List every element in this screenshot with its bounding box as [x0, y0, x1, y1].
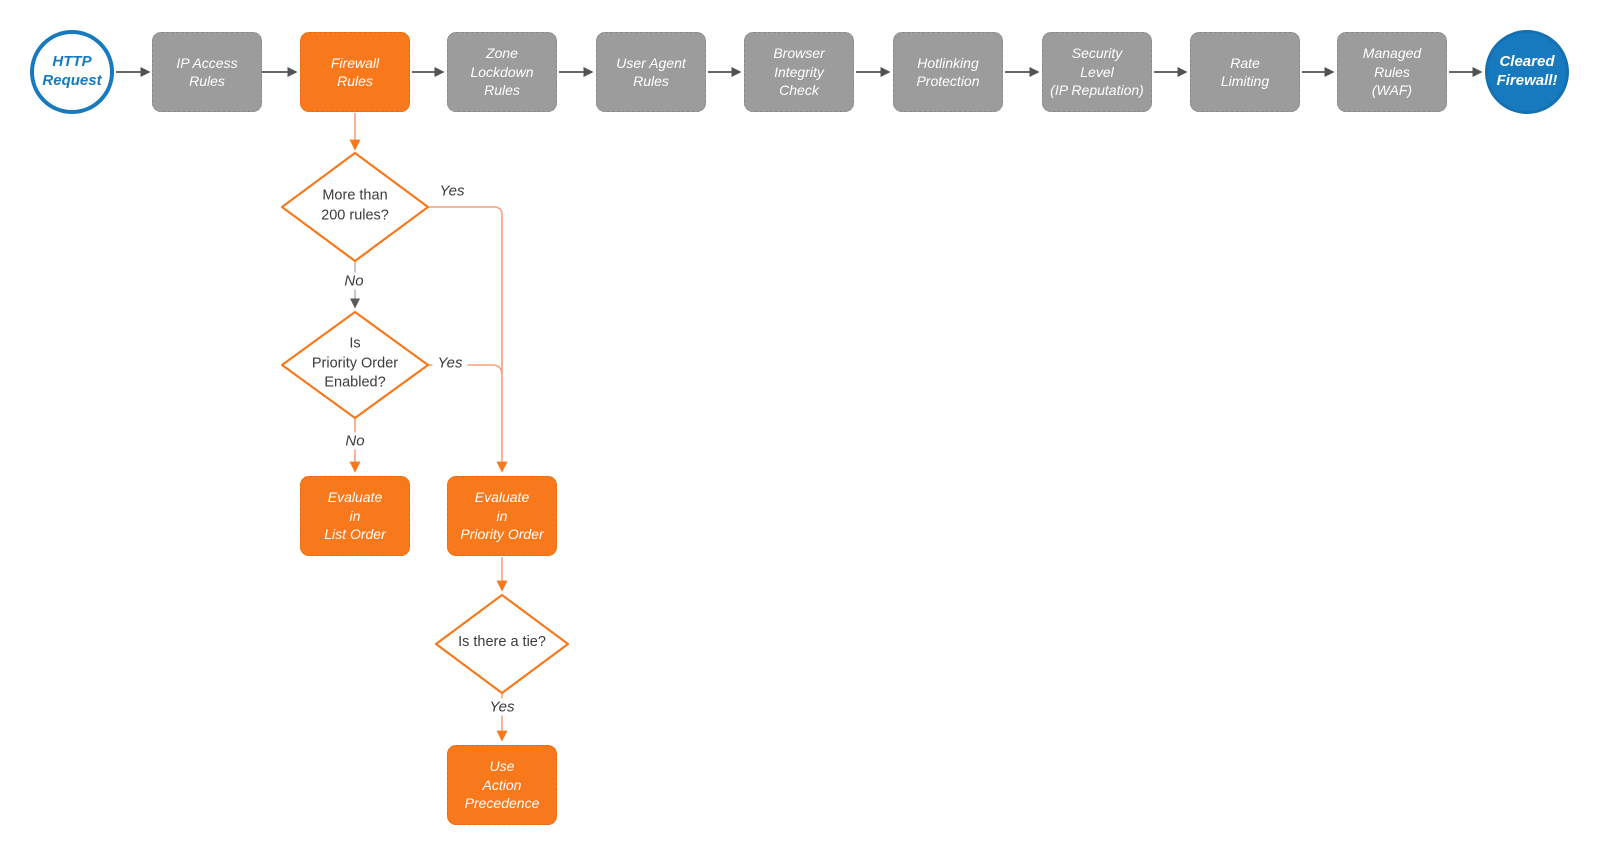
- start-node-http-request: HTTP Request: [30, 30, 114, 114]
- end-node-label: Cleared Firewall!: [1496, 53, 1558, 89]
- start-node-label: HTTP Request: [42, 53, 102, 89]
- step-security-level-ip-reputation: Security Level (IP Reputation): [1042, 32, 1152, 112]
- edge-d2-yes-merge: [428, 364, 503, 375]
- action-label: Evaluate in List Order: [324, 489, 386, 543]
- step-label: User Agent Rules: [616, 54, 686, 89]
- step-browser-integrity-check: Browser Integrity Check: [744, 32, 854, 112]
- step-label: IP Access Rules: [176, 54, 238, 89]
- step-ip-access-rules: IP Access Rules: [152, 32, 262, 112]
- action-label: Use Action Precedence: [464, 758, 540, 812]
- step-user-agent-rules: User Agent Rules: [596, 32, 706, 112]
- action-evaluate-in-list-order: Evaluate in List Order: [300, 476, 410, 556]
- action-use-action-precedence: Use Action Precedence: [447, 745, 557, 825]
- step-rate-limiting: Rate Limiting: [1190, 32, 1300, 112]
- edge-label-yes: Yes: [432, 354, 468, 372]
- decision-more-than-200-rules-label: More than 200 rules?: [321, 187, 389, 223]
- step-label: Firewall Rules: [330, 54, 380, 89]
- end-node-cleared-firewall: Cleared Firewall!: [1485, 30, 1569, 114]
- step-firewall-rules: Firewall Rules: [300, 32, 410, 112]
- edge-label-no: No: [340, 432, 370, 450]
- step-managed-rules-waf: Managed Rules (WAF): [1337, 32, 1447, 112]
- step-label: Rate Limiting: [1220, 54, 1270, 89]
- step-label: Browser Integrity Check: [773, 45, 825, 99]
- step-hotlinking-protection: Hotlinking Protection: [893, 32, 1003, 112]
- step-label: Security Level (IP Reputation): [1050, 45, 1144, 99]
- edge-d1-yes-to-priority: [428, 206, 508, 473]
- step-label: Hotlinking Protection: [916, 54, 980, 89]
- decision-is-there-a-tie-label: Is there a tie?: [458, 634, 546, 651]
- decision-is-there-a-tie-shape: [434, 593, 570, 695]
- decision-more-than-200-rules-shape: [280, 151, 430, 263]
- decision-priority-order-enabled-label: Is Priority Order Enabled?: [311, 335, 399, 391]
- step-label: Managed Rules (WAF): [1362, 45, 1422, 99]
- step-zone-lockdown-rules: Zone Lockdown Rules: [447, 32, 557, 112]
- edge-label-yes: Yes: [484, 698, 520, 716]
- step-label: Zone Lockdown Rules: [470, 45, 534, 99]
- edge-label-yes: Yes: [434, 182, 470, 200]
- decision-priority-order-enabled-shape: [280, 310, 430, 420]
- action-evaluate-in-priority-order: Evaluate in Priority Order: [447, 476, 557, 556]
- action-label: Evaluate in Priority Order: [460, 489, 544, 543]
- edge-label-no: No: [339, 272, 369, 290]
